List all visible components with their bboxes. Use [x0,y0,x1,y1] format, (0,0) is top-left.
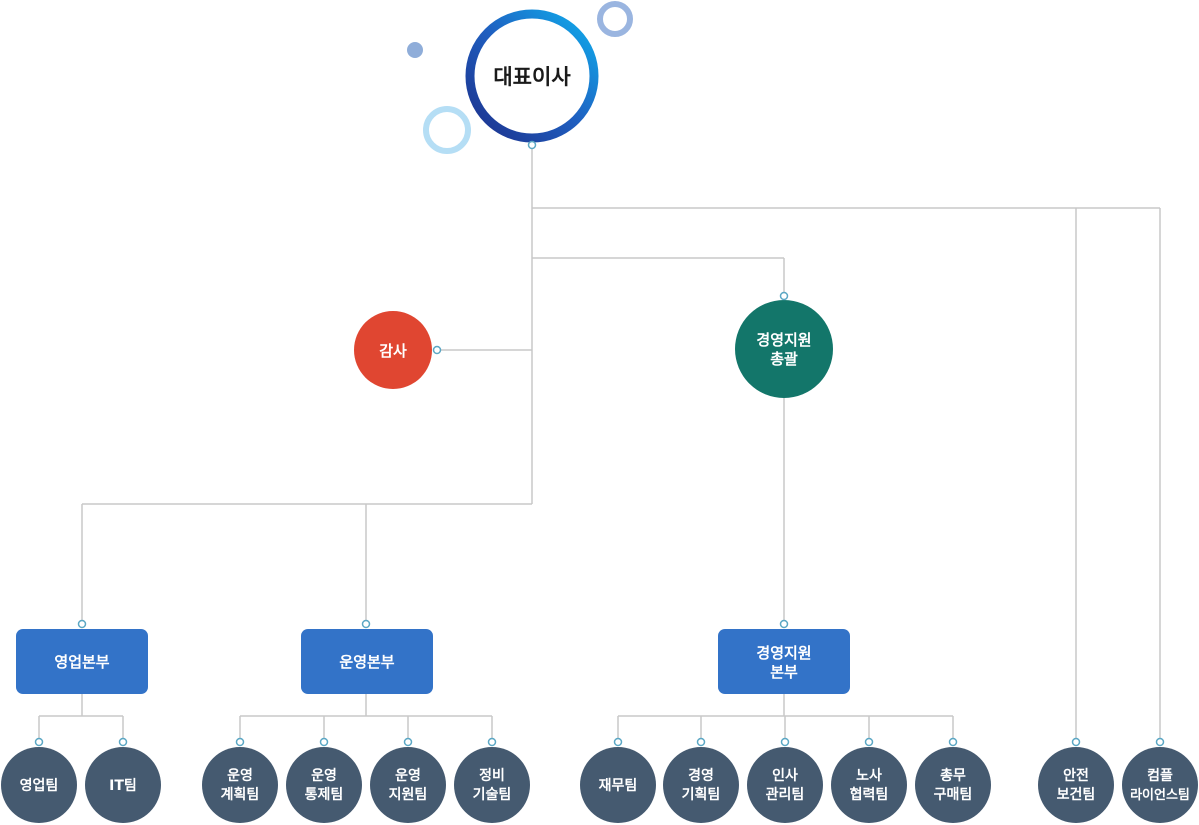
division-sales[interactable]: 영업본부 [16,629,148,694]
team-maintenance-line1: 정비 [479,767,505,784]
team-hr[interactable]: 인사 관리팀 [747,747,823,823]
team-general-affairs[interactable]: 총무 구매팀 [915,747,991,823]
team-ops-control[interactable]: 운영 통제팀 [286,747,362,823]
team-sales-label: 영업팀 [20,777,59,794]
ceo-label: 대표이사 [493,65,571,89]
mgmt-head-line1: 경영지원 [756,331,811,349]
team-hr-line1: 인사 [772,767,798,784]
division-management-line1: 경영지원 [756,644,811,662]
division-management[interactable]: 경영지원 본부 [718,629,850,694]
team-labor[interactable]: 노사 협력팀 [831,747,907,823]
team-ops-planning-line1: 운영 [227,767,253,784]
division-sales-label: 영업본부 [54,653,109,671]
team-maintenance[interactable]: 정비 기술팀 [454,747,530,823]
team-it-label: IT팀 [109,778,137,794]
team-ops-control-line2: 통제팀 [305,787,344,803]
team-maintenance-line2: 기술팀 [473,787,512,803]
team-general-affairs-line2: 구매팀 [934,787,973,803]
team-compliance[interactable]: 컴플 라이언스팀 [1122,747,1198,823]
team-ops-support-line1: 운영 [395,767,421,784]
team-labor-line2: 협력팀 [850,787,889,803]
decor-bubble [407,42,423,58]
mgmt-head-node[interactable]: 경영지원 총괄 [735,300,833,398]
connector-dots [34,140,1165,747]
team-labor-line1: 노사 [856,768,882,784]
decor-bubble [597,1,633,37]
team-mgmt-planning-line2: 기획팀 [682,786,721,803]
team-sales[interactable]: 영업팀 [1,747,77,823]
team-finance[interactable]: 재무팀 [580,747,656,823]
team-mgmt-planning[interactable]: 경영 기획팀 [663,747,739,823]
team-ops-planning-line2: 계획팀 [221,786,260,803]
team-safety-line2: 보건팀 [1057,786,1096,803]
team-compliance-line2: 라이언스팀 [1130,787,1190,803]
team-compliance-line1: 컴플 [1147,768,1173,784]
team-it[interactable]: IT팀 [85,747,161,823]
team-ops-control-line1: 운영 [311,767,337,784]
team-safety-line1: 안전 [1063,767,1089,784]
connector-lines [38,145,1161,742]
decor-bubble [423,106,471,154]
division-management-line2: 본부 [770,663,798,681]
team-ops-planning[interactable]: 운영 계획팀 [202,747,278,823]
division-operations[interactable]: 운영본부 [301,629,433,694]
audit-node[interactable]: 감사 [354,311,432,389]
team-ops-support-line2: 지원팀 [389,787,428,803]
team-hr-line2: 관리팀 [766,786,805,803]
division-operations-label: 운영본부 [339,653,394,671]
team-general-affairs-line1: 총무 [940,768,966,784]
team-ops-support[interactable]: 운영 지원팀 [370,747,446,823]
team-finance-label: 재무팀 [599,778,638,794]
team-safety[interactable]: 안전 보건팀 [1038,747,1114,823]
audit-label: 감사 [379,342,407,360]
ceo-node[interactable]: 대표이사 [465,9,599,143]
mgmt-head-line2: 총괄 [770,350,798,368]
team-mgmt-planning-line1: 경영 [688,767,714,784]
